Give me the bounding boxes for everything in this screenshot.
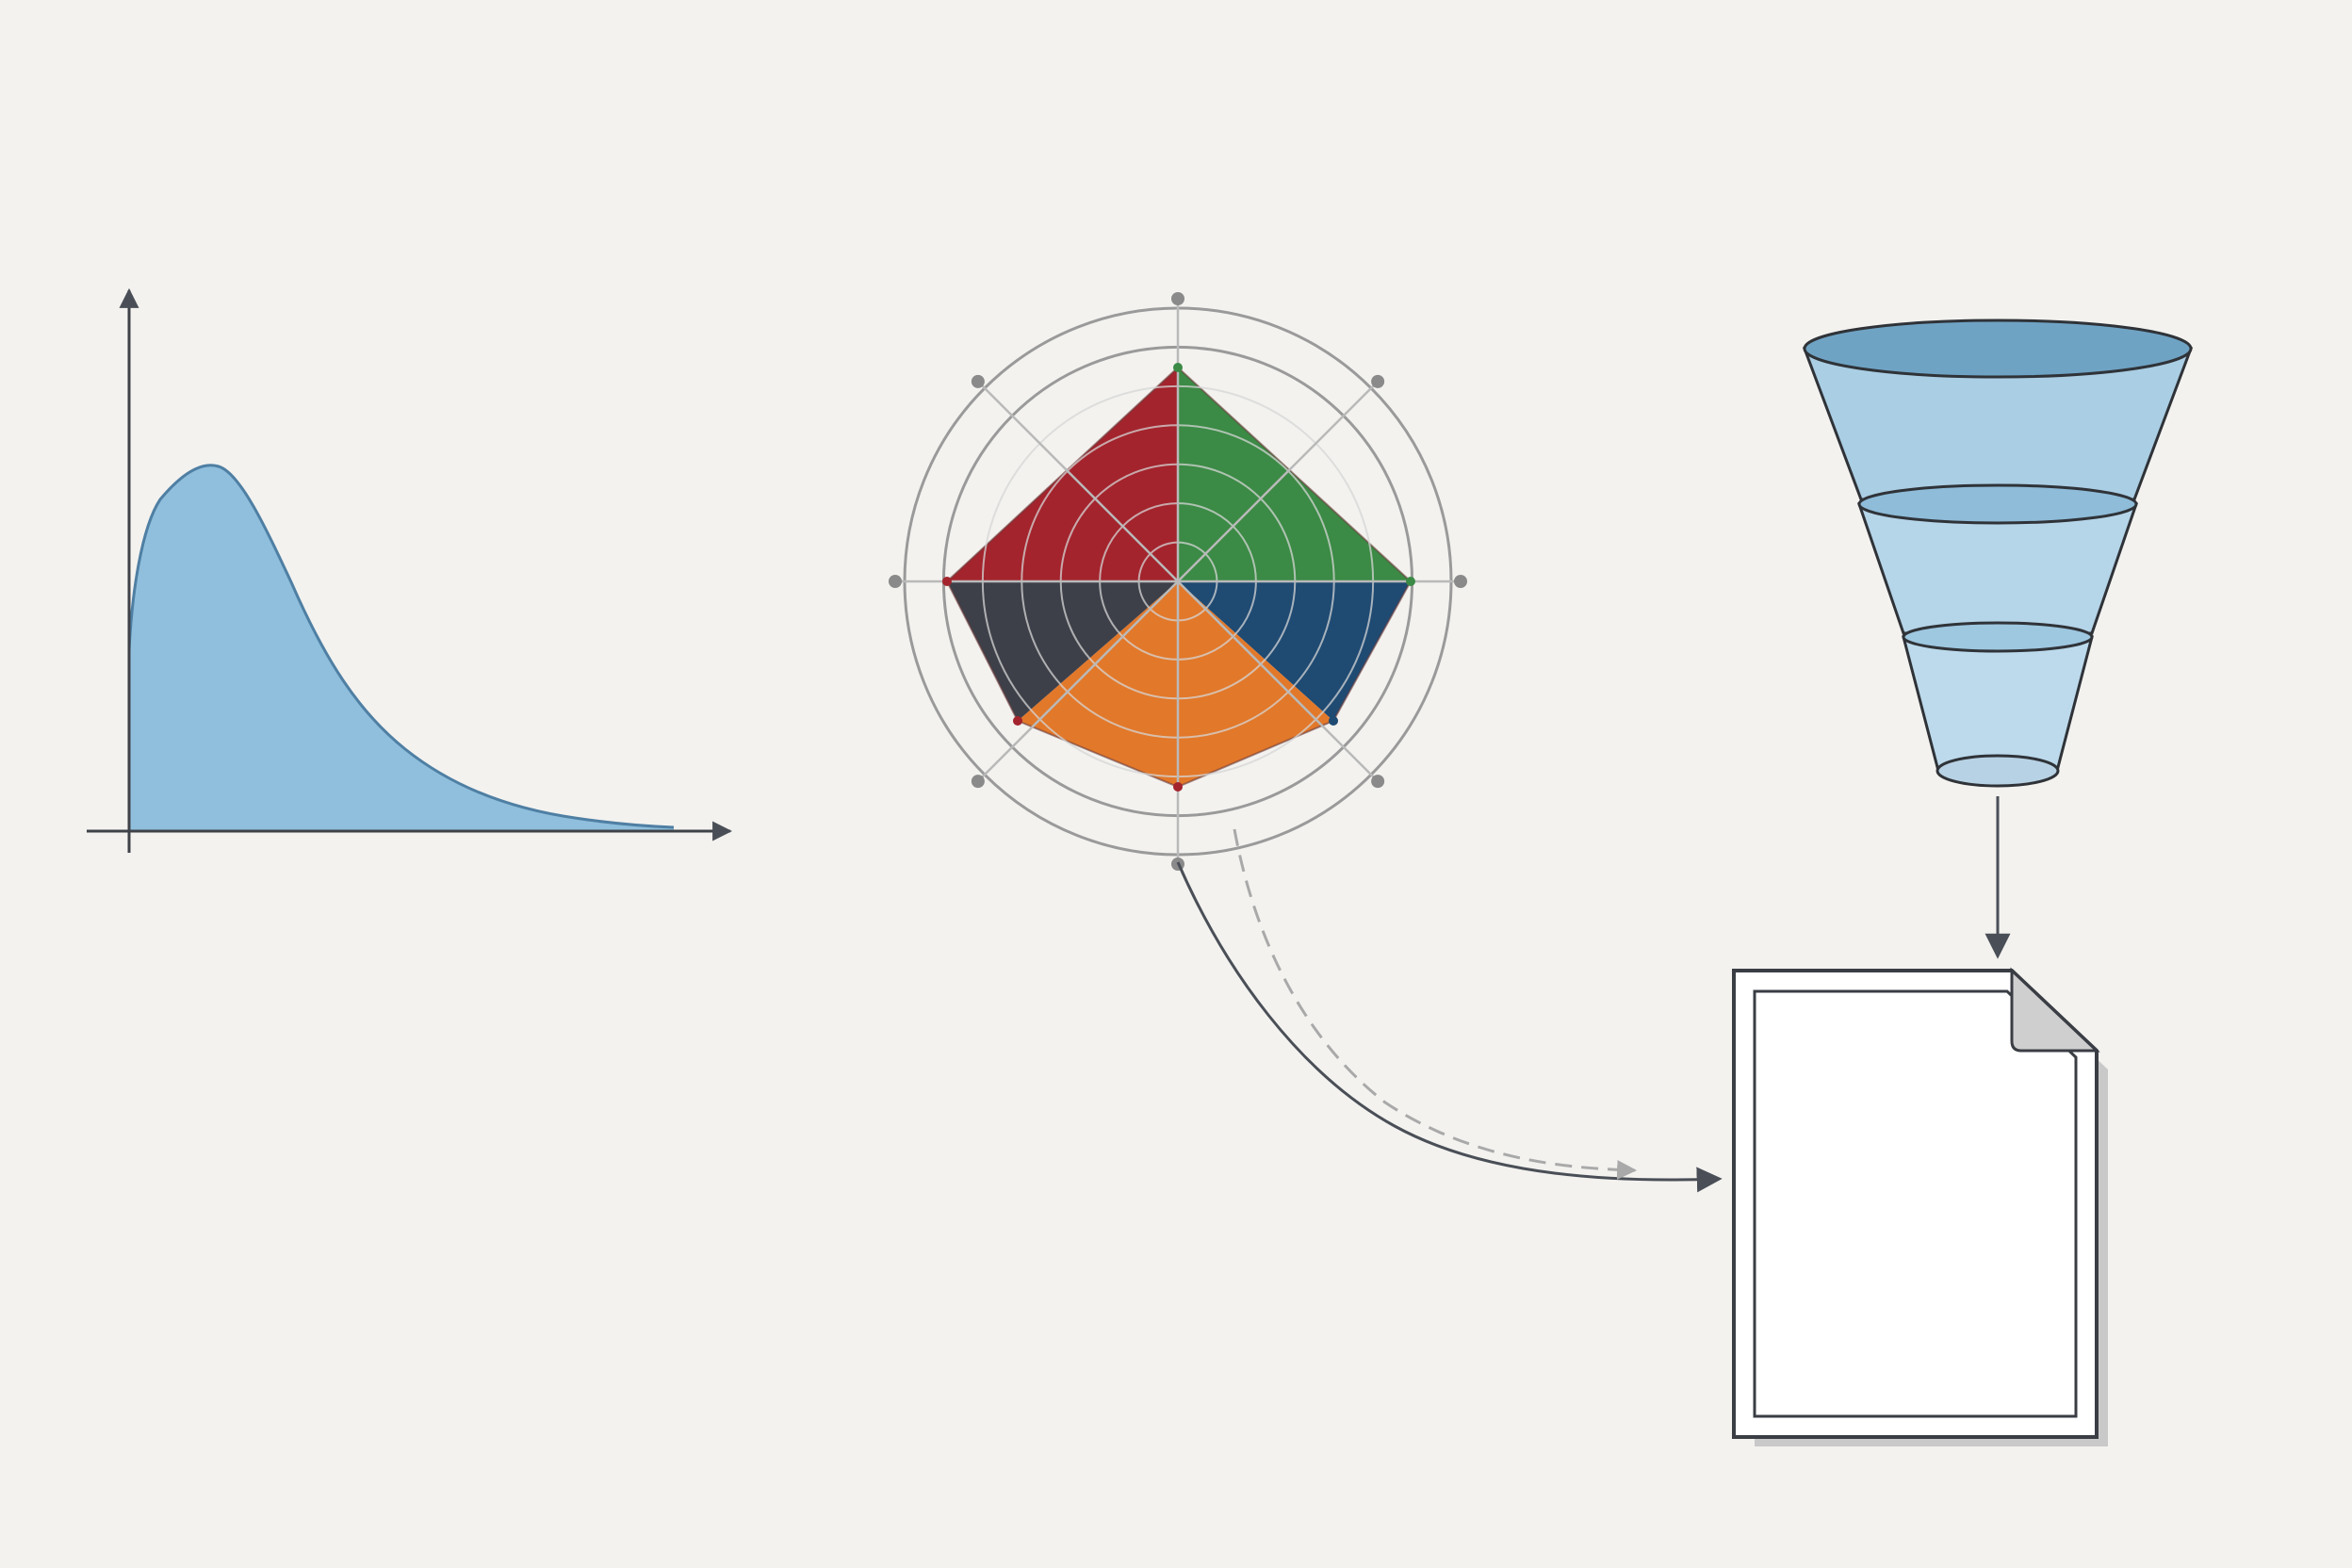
document-inner-border: [1753, 989, 2078, 1418]
funnel-stage-3: [1902, 635, 2094, 773]
funnel-chart: [1802, 318, 2194, 788]
radar-axis: [976, 380, 1179, 582]
radar-axis-endpoint: [889, 575, 902, 588]
funnel-ring-2: [1902, 621, 2094, 653]
radar-vertex: [1406, 577, 1415, 586]
radar-axis-endpoint: [971, 374, 985, 388]
connectors: [1176, 796, 2011, 1193]
radar-vertex: [1329, 716, 1338, 726]
funnel-ring-1: [1857, 483, 2138, 525]
document-fold: [2010, 967, 2100, 1053]
funnel-bottom: [1936, 754, 2060, 788]
arrow-radar-to-document-solid: [1176, 861, 1723, 1193]
radar-axis-endpoint: [1371, 775, 1385, 789]
density-chart: [87, 287, 733, 853]
document-page: [1732, 969, 2099, 1439]
radar-axis-endpoint: [1371, 374, 1385, 388]
radar-segment-dark: [947, 581, 1178, 721]
radar-vertex: [942, 577, 952, 586]
radar-segment-orange: [1018, 581, 1333, 787]
radar-vertex: [1173, 782, 1183, 792]
radar-vertex: [1173, 363, 1183, 372]
radar-axis: [976, 580, 1179, 783]
radar-axis: [1177, 380, 1380, 582]
document-icon: [1732, 967, 2108, 1446]
funnel-top: [1803, 318, 2193, 379]
radar-axis-endpoint: [1171, 292, 1184, 305]
arrow-radar-to-document-dashed: [1233, 828, 1638, 1180]
radar-axis: [1177, 580, 1380, 783]
density-curve: [127, 464, 675, 829]
radar-vertex: [1013, 716, 1022, 726]
radar-chart: [889, 292, 1467, 871]
density-area: [129, 465, 674, 831]
radar-axis-endpoint: [1454, 575, 1467, 588]
radar-axis-endpoint: [971, 775, 985, 789]
